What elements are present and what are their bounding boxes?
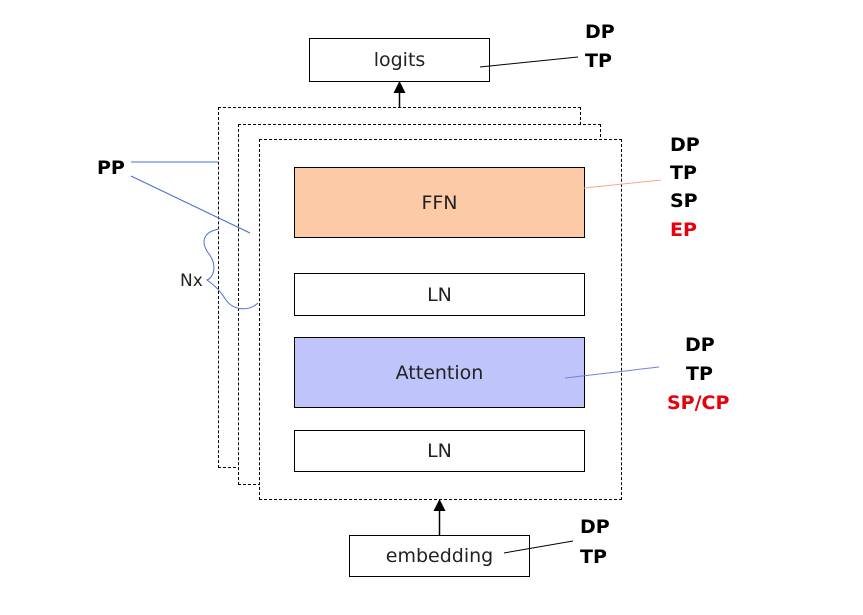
embedding-label: embedding — [385, 545, 494, 567]
attention-tp-label: TP — [686, 363, 713, 385]
logits-dp-label: DP — [585, 21, 615, 43]
embedding-leader-line — [503, 540, 574, 554]
ffn-dp-label: DP — [670, 134, 700, 156]
nx-label: Nx — [180, 271, 203, 291]
attention-block: Attention — [294, 337, 585, 408]
ln-bottom-label: LN — [427, 440, 452, 462]
attention-label: Attention — [395, 361, 484, 384]
ffn-label: FFN — [421, 191, 458, 214]
ffn-leader-line — [583, 179, 662, 189]
pp-label: PP — [97, 157, 125, 179]
nx-brace — [203, 228, 259, 310]
embedding-dp-label: DP — [580, 516, 610, 538]
ffn-block: FFN — [294, 167, 585, 238]
ln-top-label: LN — [427, 283, 452, 306]
logits-label: logits — [373, 49, 426, 71]
ffn-sp-label: SP — [670, 190, 698, 212]
embedding-tp-label: TP — [580, 546, 607, 568]
ffn-ep-label: EP — [670, 219, 697, 241]
logits-tp-label: TP — [585, 50, 612, 72]
ln-bottom-block: LN — [294, 430, 585, 472]
attention-leader-line — [564, 366, 660, 379]
attention-spcp-label: SP/CP — [667, 392, 730, 414]
attention-dp-label: DP — [685, 334, 715, 356]
ffn-tp-label: TP — [670, 162, 697, 184]
embedding-block: embedding — [349, 535, 530, 577]
pp-line-lower — [130, 175, 251, 234]
logits-leader-line — [479, 56, 579, 68]
ln-top-block: LN — [294, 273, 585, 316]
